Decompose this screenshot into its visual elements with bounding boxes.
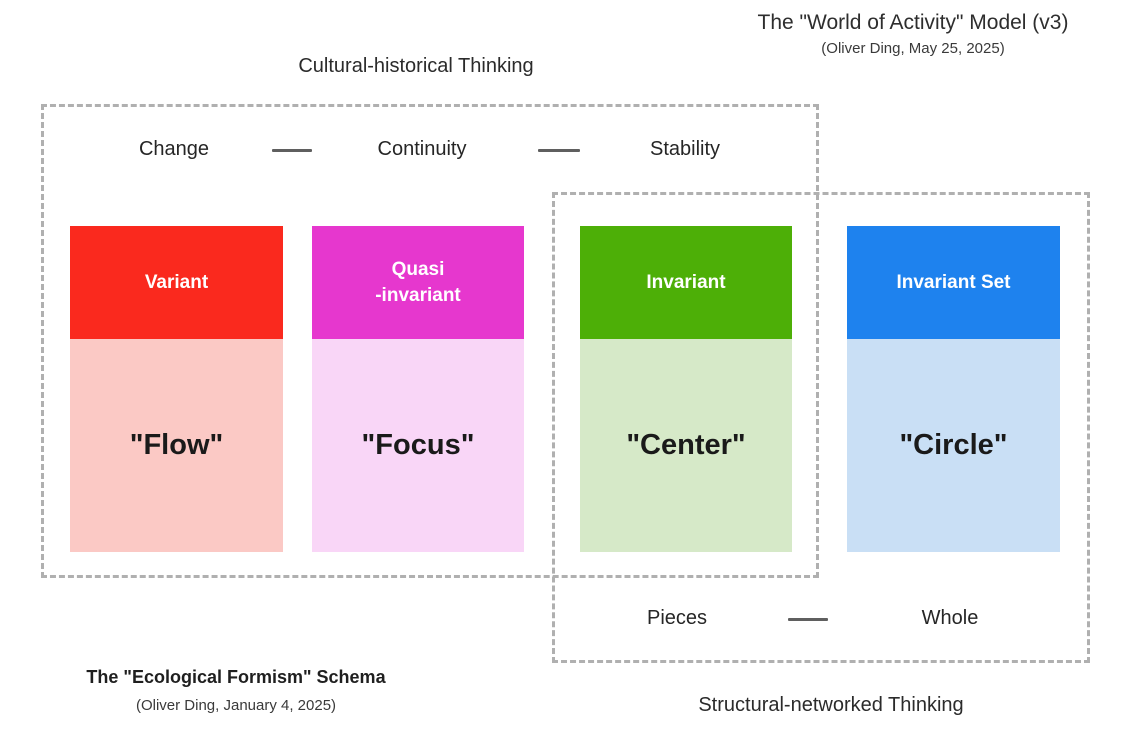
card-invariant-set-quote: "Circle": [899, 429, 1008, 461]
card-variant-body: "Flow": [70, 339, 283, 552]
cultural-region-box: [41, 104, 819, 578]
card-quasi-invariant-header: Quasi -invariant: [312, 226, 524, 339]
card-invariant-set-body: "Circle": [847, 339, 1060, 552]
card-variant: Variant "Flow": [70, 226, 283, 552]
card-quasi-invariant-label: Quasi -invariant: [375, 258, 461, 306]
model-attribution: (Oliver Ding, May 25, 2025): [821, 40, 1005, 57]
axis-label-stability: Stability: [649, 138, 721, 160]
card-quasi-invariant-body: "Focus": [312, 339, 524, 552]
connector-continuity-stability: [538, 149, 580, 152]
connector-change-continuity: [272, 149, 312, 152]
model-title: The "World of Activity" Model (v3): [757, 11, 1069, 34]
card-variant-quote: "Flow": [129, 429, 224, 461]
card-invariant-set-header: Invariant Set: [847, 226, 1060, 339]
card-quasi-invariant-quote: "Focus": [361, 429, 475, 461]
axis-label-change: Change: [138, 138, 210, 160]
axis-label-pieces: Pieces: [646, 607, 708, 629]
structural-region-box: [552, 192, 1090, 663]
card-invariant-set: Invariant Set "Circle": [847, 226, 1060, 552]
card-invariant-quote: "Center": [626, 429, 746, 461]
cultural-region-label: Cultural-historical Thinking: [298, 55, 534, 77]
card-invariant-body: "Center": [580, 339, 792, 552]
card-variant-header: Variant: [70, 226, 283, 339]
axis-label-whole: Whole: [921, 607, 979, 629]
structural-region-label: Structural-networked Thinking: [698, 694, 964, 716]
schema-footer-title: The "Ecological Formism" Schema: [86, 667, 386, 687]
schema-footer-block: The "Ecological Formism" Schema (Oliver …: [86, 667, 385, 714]
schema-footer-attribution: (Oliver Ding, January 4, 2025): [135, 697, 337, 714]
card-invariant: Invariant "Center": [580, 226, 792, 552]
axis-label-continuity: Continuity: [377, 138, 467, 160]
card-invariant-label: Invariant: [646, 271, 726, 293]
model-title-block: The "World of Activity" Model (v3) (Oliv…: [758, 11, 1069, 57]
card-quasi-invariant: Quasi -invariant "Focus": [312, 226, 524, 552]
connector-pieces-whole: [788, 618, 828, 621]
card-invariant-set-label: Invariant Set: [896, 271, 1011, 293]
card-invariant-header: Invariant: [580, 226, 792, 339]
card-variant-label: Variant: [144, 271, 209, 293]
